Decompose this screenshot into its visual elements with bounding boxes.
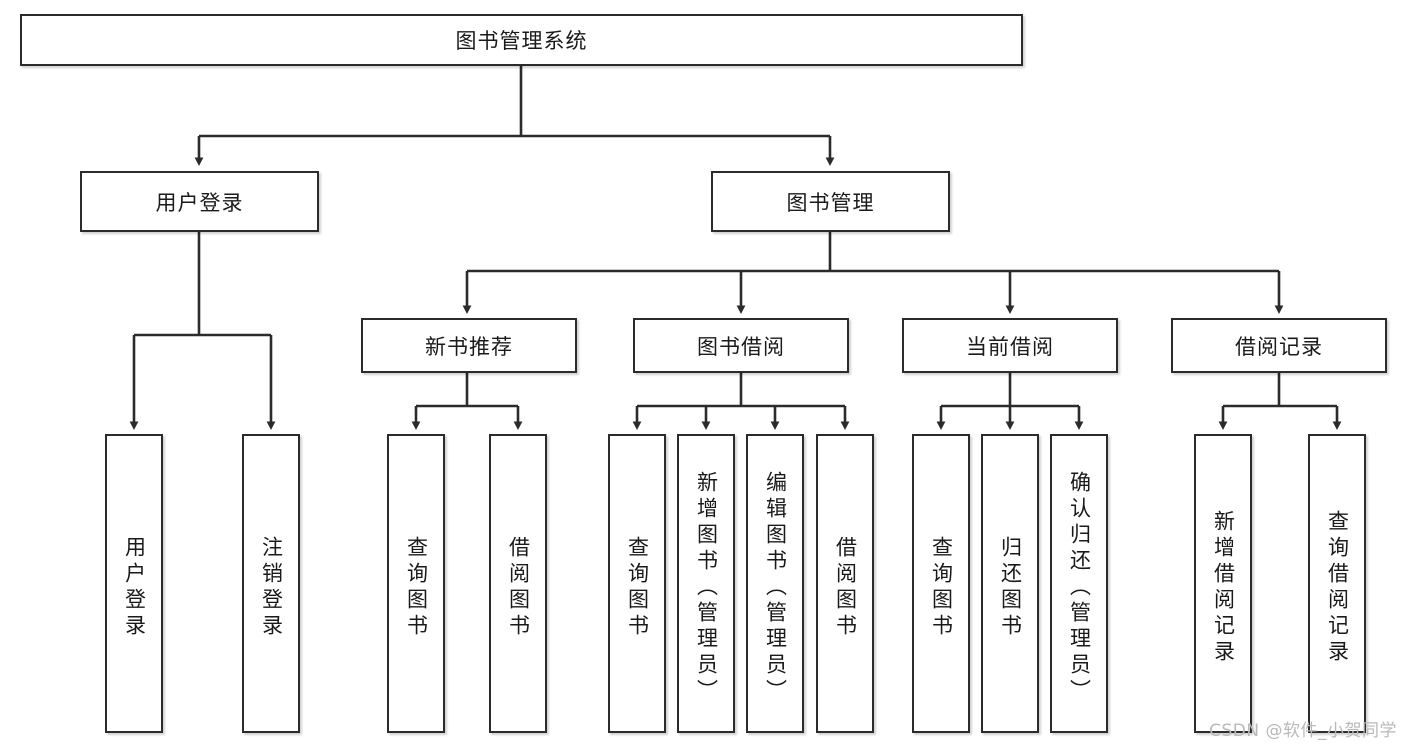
node-label: 新增借阅记录 [1211,509,1236,666]
node-label: 确认归还（管理员） [1067,470,1092,705]
node-user-login[interactable]: 用户登录 [80,171,319,232]
node-label: 归还图书 [998,535,1023,640]
node-current-borrow[interactable]: 当前借阅 [902,318,1118,373]
node-label: 编辑图书（管理员） [763,470,788,705]
node-label: 用户登录 [155,190,244,215]
node-label: 新增图书（管理员） [694,470,719,705]
leaf-logout-login[interactable]: 注销登录 [242,434,300,733]
leaf-add-borrow-record[interactable]: 新增借阅记录 [1194,434,1252,733]
leaf-query-borrow-record[interactable]: 查询借阅记录 [1308,434,1366,733]
watermark: CSDN @软件_小贺同学 [1209,721,1397,741]
node-label: 查询图书 [404,535,429,640]
node-new-book-recommend[interactable]: 新书推荐 [361,318,577,373]
node-label: 查询借阅记录 [1325,509,1350,666]
leaf-confirm-return-admin[interactable]: 确认归还（管理员） [1050,434,1108,733]
leaf-edit-book-admin[interactable]: 编辑图书（管理员） [746,434,804,733]
node-label: 借阅记录 [1235,334,1323,359]
node-label: 查询图书 [929,535,954,640]
leaf-user-login[interactable]: 用户登录 [105,434,163,733]
node-book-borrow[interactable]: 图书借阅 [633,318,849,373]
leaf-query-book-current[interactable]: 查询图书 [912,434,970,733]
leaf-borrow-book-recommend[interactable]: 借阅图书 [489,434,547,733]
node-label: 注销登录 [259,535,284,640]
node-label: 查询图书 [625,535,650,640]
node-book-management-system[interactable]: 图书管理系统 [20,14,1023,66]
leaf-query-book-recommend[interactable]: 查询图书 [387,434,445,733]
node-label: 当前借阅 [966,334,1054,359]
leaf-return-book[interactable]: 归还图书 [981,434,1039,733]
node-book-management[interactable]: 图书管理 [711,171,950,232]
node-label: 图书借阅 [697,334,785,359]
node-label: 新书推荐 [425,334,513,359]
node-label: 借阅图书 [506,535,531,640]
node-label: 图书管理系统 [455,29,588,53]
leaf-add-book-admin[interactable]: 新增图书（管理员） [677,434,735,733]
leaf-query-book-borrow[interactable]: 查询图书 [608,434,666,733]
node-borrow-record[interactable]: 借阅记录 [1171,318,1387,373]
leaf-borrow-book-borrow[interactable]: 借阅图书 [816,434,874,733]
node-label: 借阅图书 [833,535,858,640]
node-label: 用户登录 [122,535,147,640]
node-label: 图书管理 [786,190,875,215]
